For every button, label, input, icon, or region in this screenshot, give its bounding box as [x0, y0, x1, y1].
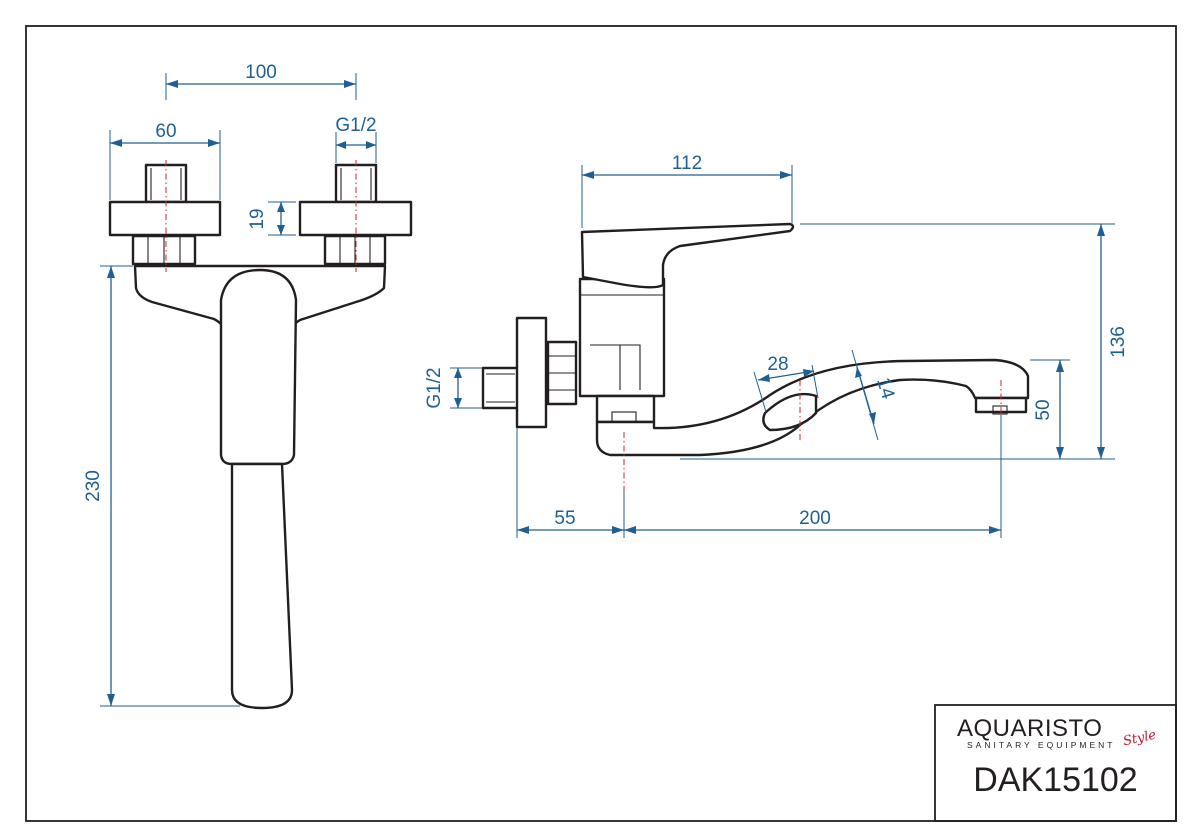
centerlines — [165, 160, 1002, 492]
title-block: AQUARISTO SANITARY EQUIPMENT Style DAK15… — [935, 705, 1176, 821]
side-lever — [580, 222, 795, 289]
brand-subtitle: SANITARY EQUIPMENT — [967, 740, 1116, 750]
brand-tag: Style — [1121, 727, 1158, 750]
spout-section — [762, 392, 818, 432]
side-collar — [595, 394, 656, 424]
dim-side-spout-width: 28 — [767, 354, 788, 375]
dim-front-flange-thickness: 19 — [247, 208, 268, 229]
dim-side-wall-offset: 55 — [554, 508, 575, 529]
dim-side-outlet-height: 50 — [1033, 399, 1054, 420]
front-spout — [230, 462, 294, 710]
side-flange — [515, 316, 548, 429]
drawing-frame — [25, 25, 1177, 822]
dim-front-center-distance: 100 — [245, 62, 277, 83]
dim-side-overall-height: 136 — [1108, 326, 1129, 358]
dim-side-spout-reach: 200 — [799, 508, 831, 529]
dim-front-thread: G1/2 — [335, 115, 376, 136]
side-view — [481, 222, 1030, 457]
brand-logo: AQUARISTO — [957, 715, 1102, 743]
front-lever — [219, 268, 298, 466]
brand-name: AQUARISTO — [957, 715, 1103, 742]
extension-lines — [100, 73, 1115, 707]
left-flange — [108, 200, 222, 237]
product-code: DAK15102 — [973, 761, 1138, 799]
side-body — [578, 277, 666, 398]
dim-front-height: 230 — [83, 470, 104, 502]
dimension-texts: 100 60 G1/2 19 230 112 136 G1/2 28 14 50… — [83, 62, 1129, 529]
dim-side-thread: G1/2 — [424, 367, 445, 408]
side-thread — [481, 366, 520, 410]
dimension-lines — [107, 80, 1105, 706]
dim-side-handle-length: 112 — [672, 153, 702, 174]
dim-front-flange-width: 60 — [155, 121, 176, 142]
front-view — [108, 163, 413, 710]
title-block-frame — [934, 704, 1177, 822]
